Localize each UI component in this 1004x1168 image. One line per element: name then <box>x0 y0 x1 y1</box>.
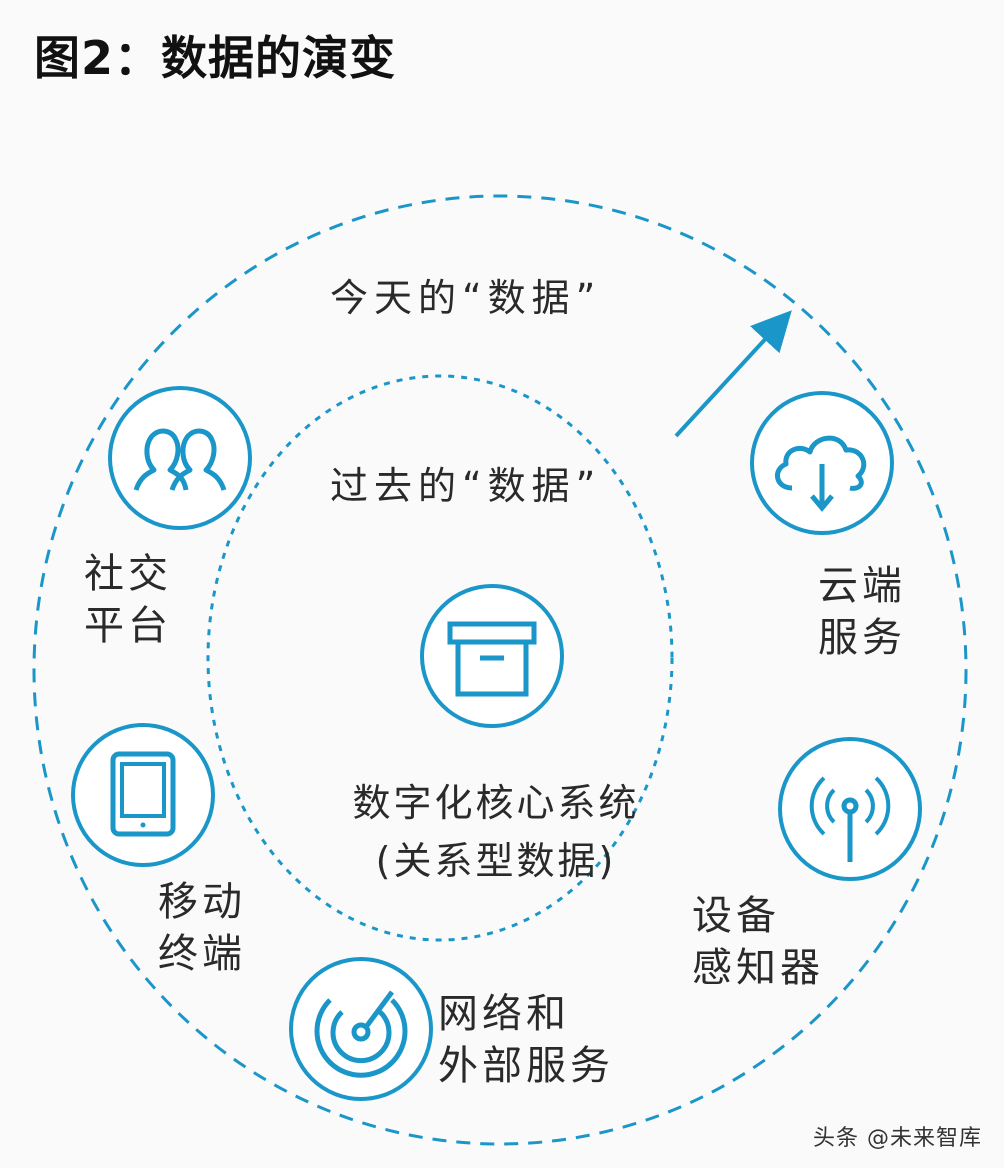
network-service-label: 网络和 外部服务 <box>438 988 614 1092</box>
inner-ring-label: 过去的“数据” <box>330 464 602 508</box>
tablet-icon <box>71 723 215 867</box>
antenna-icon <box>778 737 922 881</box>
archive-box-icon <box>420 584 564 728</box>
device-sensor-label-line1: 设备 <box>692 893 780 939</box>
social-platform-label: 社交 平台 <box>84 548 172 652</box>
network-service-label-line1: 网络和 <box>438 991 570 1037</box>
network-service-label-line2: 外部服务 <box>438 1043 614 1089</box>
device-sensor-label-line2: 感知器 <box>692 945 824 991</box>
center-label-line2: (关系型数据) <box>375 839 617 883</box>
center-label: 数字化核心系统 (关系型数据) <box>304 774 688 890</box>
figure-title: 图2：数据的演变 <box>34 31 397 85</box>
outer-ring <box>32 194 968 1146</box>
center-label-line1: 数字化核心系统 <box>352 781 640 825</box>
cloud-service-label-line1: 云端 <box>818 563 906 609</box>
mobile-terminal-label-line2: 终端 <box>158 931 246 977</box>
growth-arrow <box>674 310 792 438</box>
social-platform-label-line2: 平台 <box>84 603 172 649</box>
mobile-terminal-label-line1: 移动 <box>158 879 246 925</box>
outer-ring-label: 今天的“数据” <box>330 276 602 320</box>
people-icon <box>108 386 252 530</box>
cloud-service-label: 云端 服务 <box>818 560 906 664</box>
watermark: 头条 @未来智库 <box>813 1126 982 1151</box>
device-sensor-label: 设备 感知器 <box>692 890 824 994</box>
mobile-terminal-label: 移动 终端 <box>158 876 246 980</box>
inner-ring <box>206 374 674 942</box>
cloud-service-label-line2: 服务 <box>818 615 906 661</box>
cloud-download-icon <box>750 391 894 535</box>
social-platform-label-line1: 社交 <box>84 551 172 597</box>
radar-icon <box>289 957 433 1101</box>
